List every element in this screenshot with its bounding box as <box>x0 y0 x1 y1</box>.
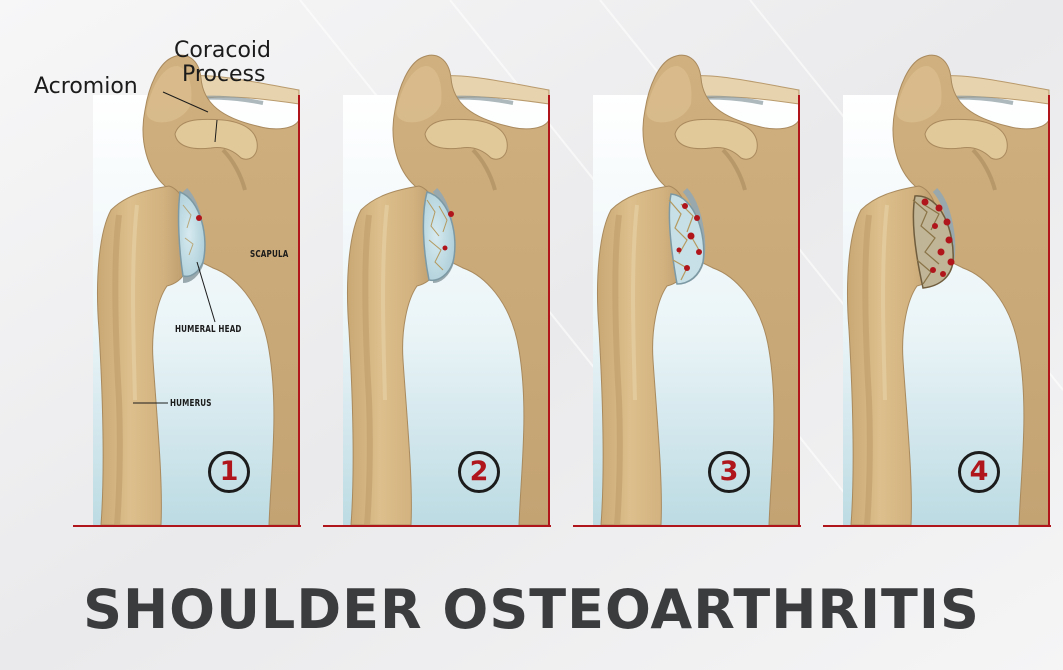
stage-1-panel <box>73 55 301 527</box>
coracoid-label-line1: Coracoid <box>174 40 271 62</box>
stage-2-panel <box>323 55 551 527</box>
humerus-label: HUMERUS <box>170 398 212 409</box>
humeral-head-label: HUMERAL HEAD <box>175 324 242 335</box>
scapula-label: SCAPULA <box>250 249 288 260</box>
page-title: SHOULDER OSTEOARTHRITIS <box>0 580 1063 640</box>
lesion <box>196 215 202 221</box>
stage-number-1: 1 <box>208 451 250 493</box>
acromion-label: Acromion <box>34 76 138 98</box>
stage-number-2: 2 <box>458 451 500 493</box>
stage-3-panel <box>573 55 801 527</box>
stage-number-4: 4 <box>958 451 1000 493</box>
stage-4-panel <box>823 55 1051 527</box>
coracoid-label-line2: Process <box>182 64 265 86</box>
stage-number-3: 3 <box>708 451 750 493</box>
